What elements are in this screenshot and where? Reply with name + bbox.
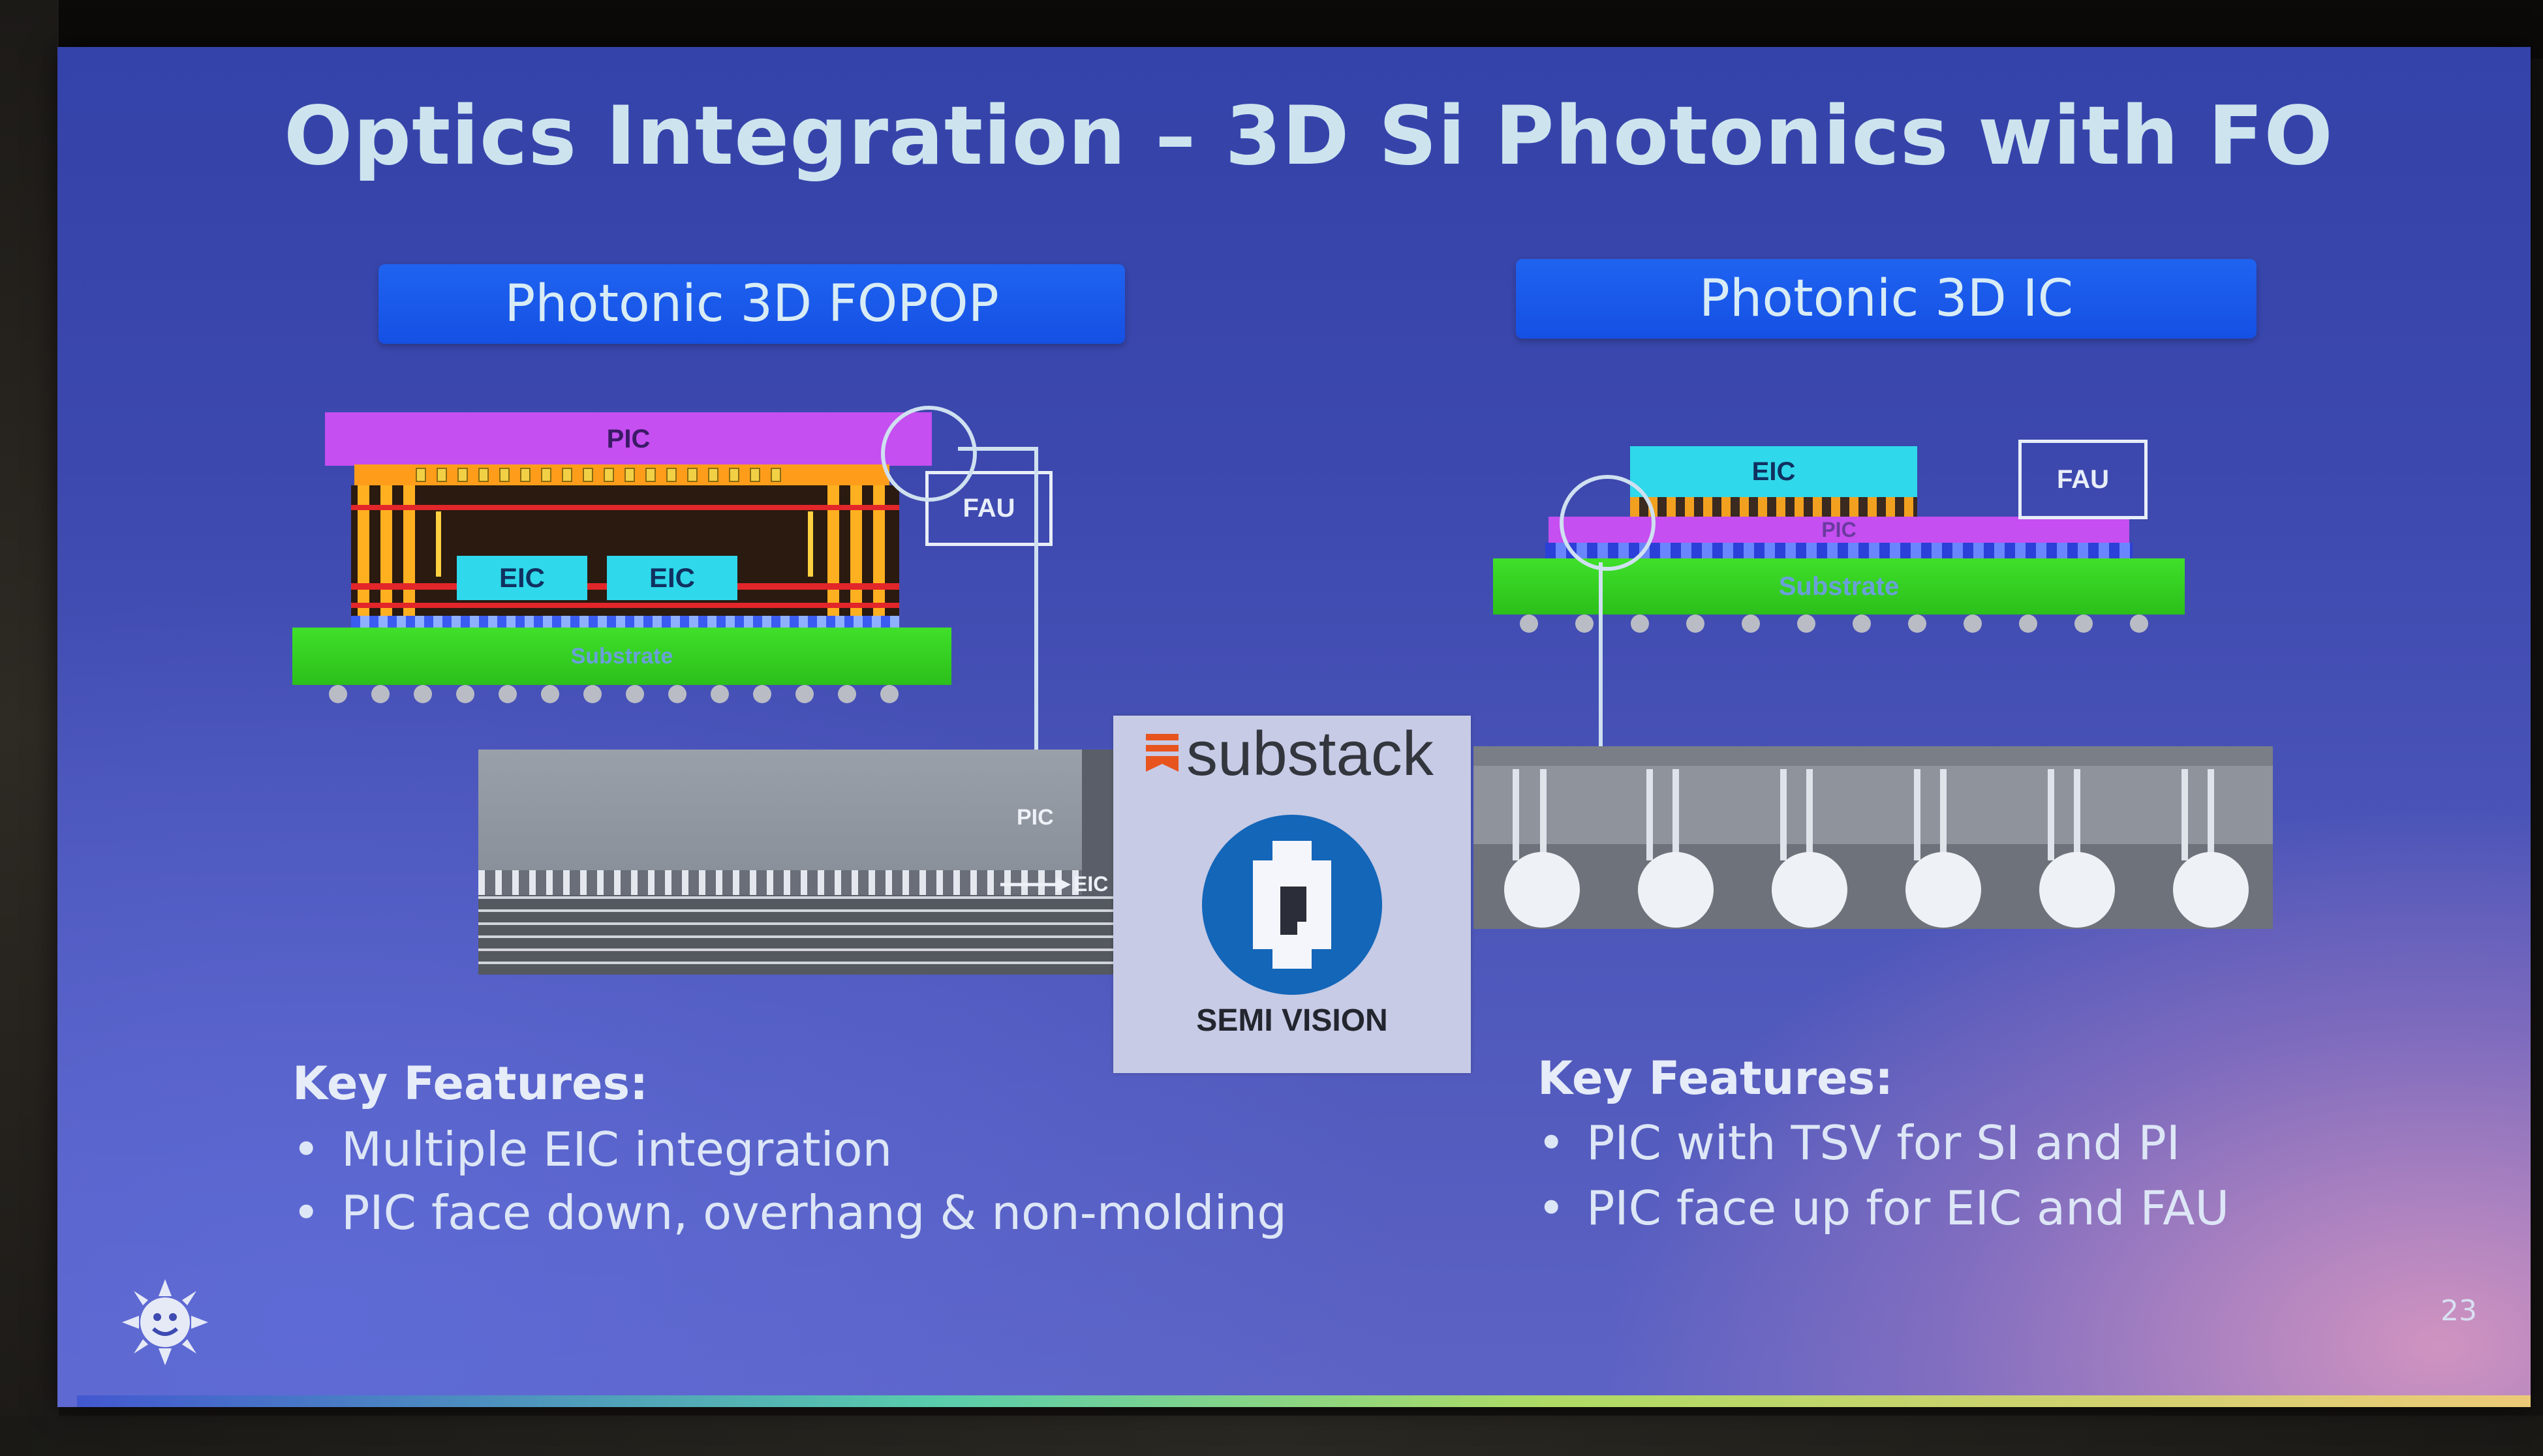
slide-title: Optics Integration – 3D Si Photonics wit… xyxy=(284,89,2334,183)
pic-label: PIC xyxy=(606,424,651,453)
micro-bumps xyxy=(354,464,889,487)
zoom-circle-left xyxy=(881,406,977,502)
pic-layer: PIC xyxy=(325,412,932,466)
cross-section-pic-label: PIC xyxy=(1017,805,1054,830)
bga-balls xyxy=(329,685,899,703)
fau-label-left: FAU xyxy=(963,494,1015,523)
substrate-label-right: Substrate xyxy=(1778,571,1900,601)
bga-balls-right xyxy=(1520,614,2148,633)
sun-face-icon xyxy=(122,1279,208,1365)
room-background-left xyxy=(0,0,59,1456)
zoom-circle-right xyxy=(1560,475,1656,571)
substack-wordmark: substack xyxy=(1186,719,1434,789)
eic-pointer-arrow xyxy=(1000,877,1071,892)
3dic-cross-section-image xyxy=(1473,746,2273,929)
substrate-label: Substrate xyxy=(570,643,673,669)
right-feature-2: PIC face up for EIC and FAU xyxy=(1537,1181,2229,1236)
left-feature-1: Multiple EIC integration xyxy=(292,1122,892,1177)
fopop-package-diagram: PIC xyxy=(292,412,1147,725)
substrate-layer: Substrate xyxy=(292,628,951,685)
substack-logo-icon xyxy=(1146,734,1179,772)
eic-die-right: EIC xyxy=(1630,446,1917,497)
eic-label-right: EIC xyxy=(1751,457,1796,486)
fau-label-right: FAU xyxy=(2057,464,2109,494)
eic-label-1: EIC xyxy=(499,562,545,593)
page-number: 23 xyxy=(2441,1294,2477,1327)
fau-box-left: FAU xyxy=(925,471,1053,546)
pic-label-right: PIC xyxy=(1821,517,1857,541)
fau-box-right: FAU xyxy=(2018,440,2148,519)
room-background-bottom xyxy=(0,1416,2543,1456)
eic-die-2: EIC xyxy=(607,556,737,600)
left-panel-header: Photonic 3D FOPOP xyxy=(378,264,1125,344)
substack-watermark: substack SEMI VISION xyxy=(1113,716,1471,1073)
eic-die-1: EIC xyxy=(457,556,587,600)
right-key-features-heading: Key Features: xyxy=(1537,1052,1894,1105)
left-key-features-heading: Key Features: xyxy=(292,1057,649,1110)
semi-vision-wordmark: SEMI VISION xyxy=(1196,1003,1388,1038)
screen-edge-glow xyxy=(77,1395,2531,1407)
left-feature-2: PIC face down, overhang & non-molding xyxy=(292,1185,1287,1240)
eic-microbumps xyxy=(1630,497,1917,517)
c4-bumps xyxy=(351,616,899,628)
eic-label-2: EIC xyxy=(649,562,695,593)
right-feature-1: PIC with TSV for SI and PI xyxy=(1537,1115,2180,1170)
semi-vision-logo-icon xyxy=(1202,815,1382,995)
fopop-cross-section-image: PIC EIC xyxy=(478,750,1154,975)
right-panel-header: Photonic 3D IC xyxy=(1516,259,2257,339)
cross-section-eic-label: EIC xyxy=(1073,872,1109,896)
